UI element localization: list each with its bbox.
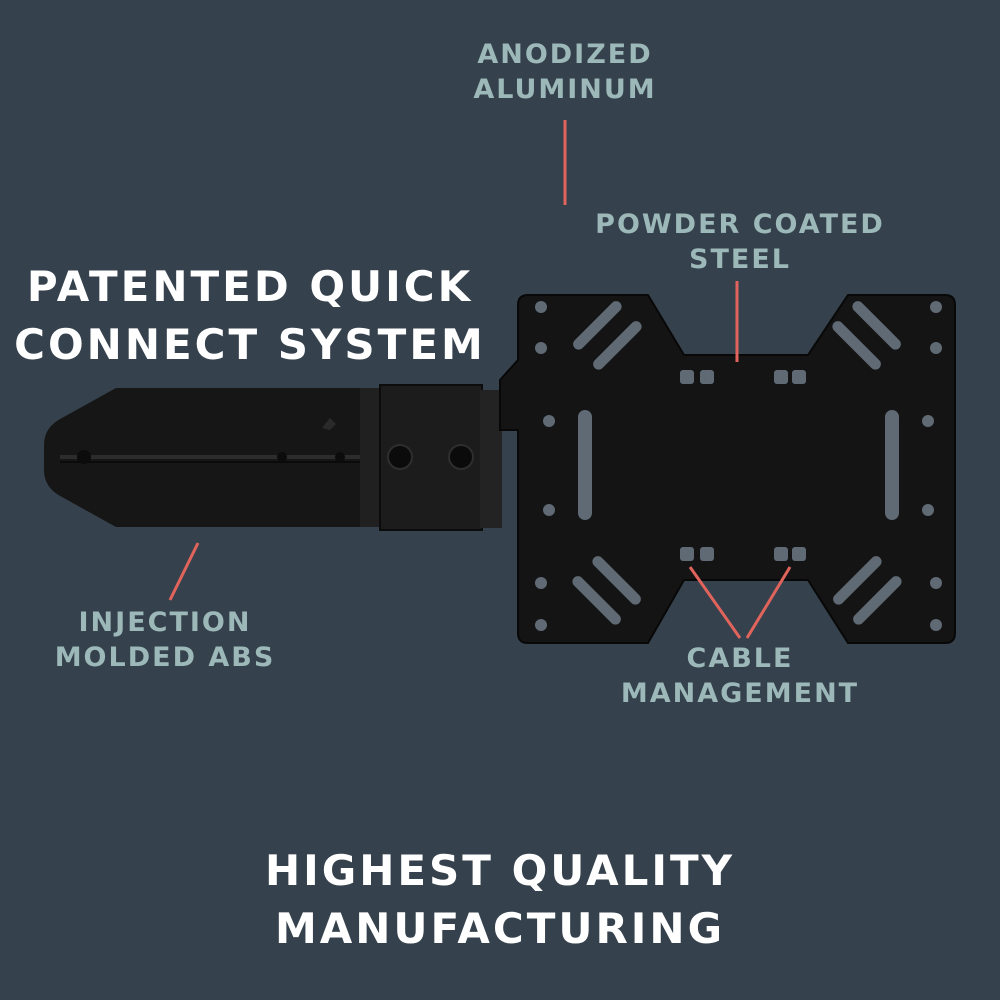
- headline-line: PATENTED QUICK: [26, 262, 474, 311]
- leader-line-injection: [168, 542, 200, 601]
- quick-connect-arm: [44, 384, 502, 531]
- callout-line: ALUMINUM: [473, 74, 657, 105]
- callout-line: POWDER COATED: [595, 209, 885, 240]
- callout-powder-coated-steel: POWDER COATED STEEL: [570, 207, 910, 277]
- leader-lines: [168, 120, 792, 639]
- callout-line: CABLE: [686, 643, 794, 674]
- leader-line-cable-right: [745, 566, 792, 639]
- callout-cable-management: CABLE MANAGEMENT: [600, 641, 880, 711]
- callout-line: MOLDED ABS: [54, 642, 276, 673]
- headline-patented-quick-connect: PATENTED QUICK CONNECT SYSTEM: [0, 258, 500, 374]
- callout-anodized-aluminum: ANODIZED ALUMINUM: [440, 37, 690, 107]
- vesa-plate: [499, 294, 956, 644]
- callout-line: INJECTION: [78, 607, 252, 638]
- headline-line: MANUFACTURING: [274, 904, 726, 953]
- callout-line: STEEL: [689, 244, 791, 275]
- callout-line: ANODIZED: [477, 39, 653, 70]
- callout-line: MANAGEMENT: [620, 678, 860, 709]
- callout-injection-molded-abs: INJECTION MOLDED ABS: [40, 605, 290, 675]
- headline-highest-quality: HIGHEST QUALITY MANUFACTURING: [200, 842, 800, 958]
- leader-line-cable-left: [688, 566, 742, 639]
- headline-line: HIGHEST QUALITY: [264, 846, 736, 895]
- headline-line: CONNECT SYSTEM: [14, 320, 486, 369]
